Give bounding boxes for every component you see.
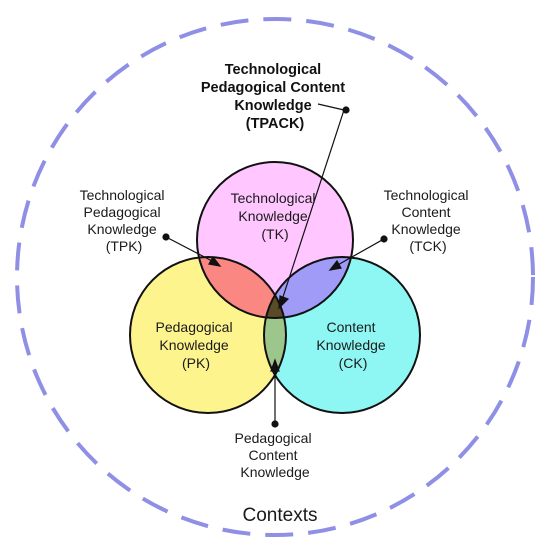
tck-label: Technological Content Knowledge (TCK): [384, 187, 473, 254]
contexts-label: Contexts: [243, 505, 318, 526]
tck-leader-line: [335, 239, 383, 267]
tpk-label-line-4: (TPK): [106, 238, 143, 254]
ck-label-line-2: Knowledge: [316, 337, 385, 353]
tck-leader-dot: [380, 235, 388, 243]
tk-label: Technological Knowledge (TK): [231, 190, 320, 242]
tpack-label-line-1: Technological: [225, 62, 321, 78]
tck-label-line-3: Knowledge: [391, 221, 460, 237]
tpk-leader-dot: [162, 233, 170, 241]
tpk-label-line-2: Pedagogical: [84, 204, 161, 220]
pck-label-line-2: Content: [249, 447, 298, 463]
ck-label-line-1: Content: [327, 319, 376, 335]
contexts-ring: [15, 17, 535, 537]
tk-label-line-2: Knowledge: [238, 208, 307, 224]
tk-outline: [196, 161, 354, 319]
pck-label: Pedagogical Content Knowledge: [235, 430, 316, 480]
tpk-label: Technological Pedagogical Knowledge (TPK…: [80, 187, 169, 254]
tck-label-line-4: (TCK): [409, 238, 446, 254]
tck-overlap: [264, 257, 353, 318]
tpk-overlap: [197, 257, 286, 318]
tpack-label: Technological Pedagogical Content Knowle…: [201, 62, 349, 132]
tck-arrowhead: [328, 259, 342, 271]
tck-label-line-2: Content: [402, 204, 451, 220]
pck-leader-dot: [271, 420, 279, 428]
tk-label-line-3: (TK): [261, 226, 288, 242]
tpack-label-line-4: (TPACK): [246, 116, 305, 132]
tpack-arrow-line: [281, 109, 345, 301]
pk-label: Pedagogical Knowledge (PK): [156, 319, 237, 371]
tpack-label-line-2: Pedagogical Content: [201, 80, 345, 96]
ck-label: Content Knowledge (CK): [316, 319, 389, 371]
tpk-leader-line: [167, 237, 215, 263]
pk-outline: [129, 256, 287, 414]
tpk-label-line-3: Knowledge: [87, 221, 156, 237]
pck-arrowhead: [270, 358, 280, 372]
pck-label-line-3: Knowledge: [240, 464, 309, 480]
tpk-label-line-1: Technological: [80, 187, 165, 203]
pck-label-line-1: Pedagogical: [235, 430, 312, 446]
pk-label-line-3: (PK): [182, 355, 210, 371]
tk-label-line-1: Technological: [231, 190, 316, 206]
tpack-label-line-3: Knowledge: [234, 98, 311, 114]
pk-label-line-1: Pedagogical: [156, 319, 233, 335]
tpack-arrowhead: [278, 295, 290, 310]
tpack-leader-dot: [342, 106, 350, 114]
ck-label-line-3: (CK): [339, 355, 368, 371]
tpack-leader-line: [317, 103, 345, 111]
tpk-arrowhead: [208, 255, 222, 267]
ck-outline: [263, 256, 421, 414]
tck-label-line-1: Technological: [384, 187, 469, 203]
pk-label-line-2: Knowledge: [159, 337, 228, 353]
